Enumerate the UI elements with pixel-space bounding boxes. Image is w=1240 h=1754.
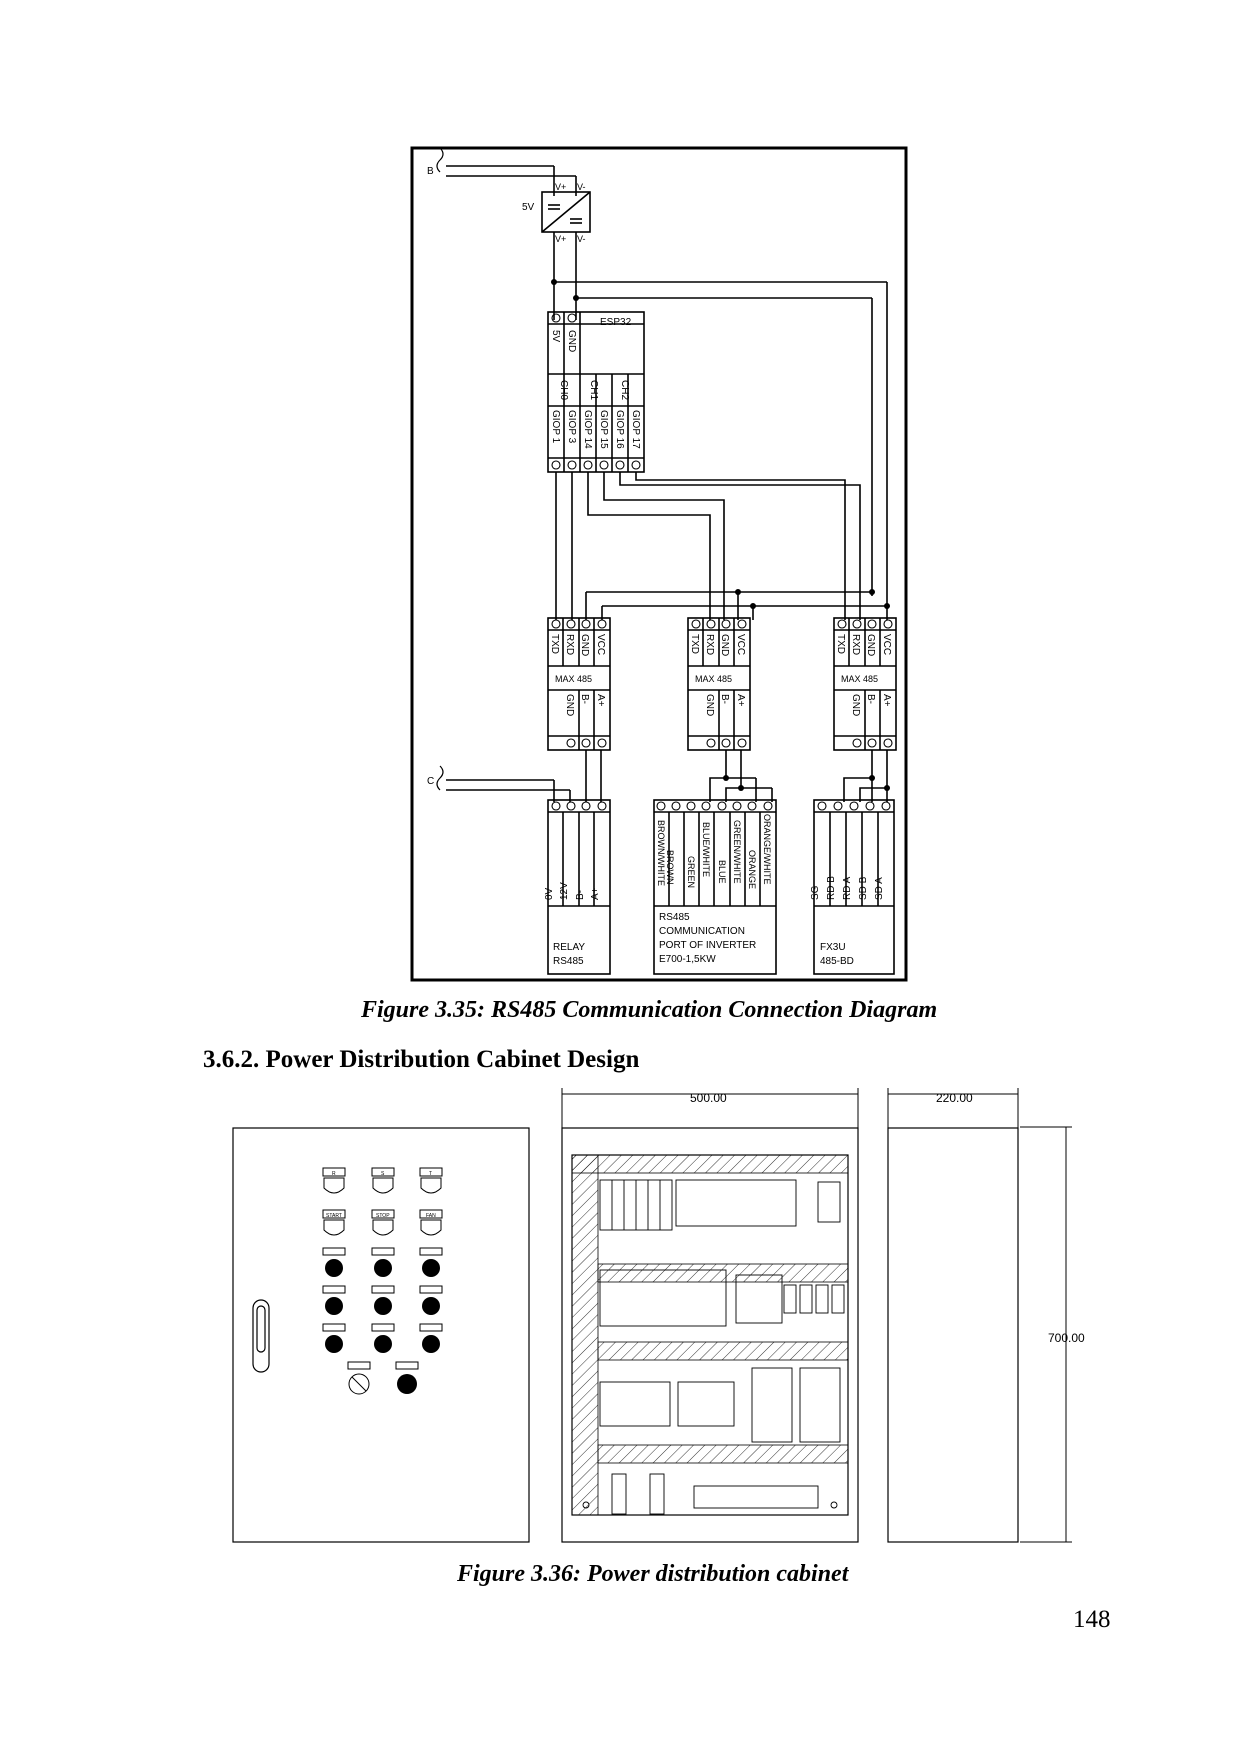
inv-label-2: COMMUNICATION: [659, 926, 745, 937]
inv-label-4: E700-1,5KW: [659, 954, 716, 965]
fx3u-pin-sdb: SD B: [858, 876, 869, 900]
figure-3-35-caption: Figure 3.35: RS485 Communication Connect…: [361, 997, 938, 1023]
max3-rxd: RXD: [850, 634, 861, 655]
inv-pin-2: BROWN: [665, 850, 675, 885]
max3-b-gnd: GND: [850, 694, 861, 716]
relay-pin-12v: 12V: [559, 882, 570, 900]
inv-label-3: PORT OF INVERTER: [659, 940, 756, 951]
fx3u-pin-rdb: RD B: [826, 876, 837, 900]
inv-pin-3: GREEN: [686, 856, 696, 888]
dim-depth: 220.00: [936, 1091, 973, 1105]
psu-label: 5V: [522, 202, 535, 213]
front-label-fan: FAN: [426, 1213, 436, 1219]
esp32-title: ESP32: [600, 317, 632, 328]
esp32-gpio-14: GIOP 14: [582, 410, 593, 449]
max2-title: MAX 485: [695, 674, 732, 684]
max1-gnd: GND: [579, 634, 590, 656]
max3-b-minus: B-: [865, 694, 876, 704]
max1-a-plus: A+: [595, 694, 606, 707]
front-label-r: R: [332, 1171, 336, 1177]
front-label-s: S: [381, 1171, 385, 1177]
psu-out-neg: V-: [577, 234, 586, 244]
esp32-ch1: CH1: [588, 380, 599, 400]
psu-in-pos: V+: [555, 182, 566, 192]
power-cabinet-drawing: 500.00 220.00 700.00 R S T START ST: [232, 1088, 1085, 1543]
rs485-connection-diagram: B C 5V V+ V- V+ V- ESP32 5V GND CH0 CH1 …: [410, 146, 908, 982]
fx3u-pin-rda: RD A: [842, 876, 853, 900]
max3-gnd: GND: [865, 634, 876, 656]
max2-vcc: VCC: [735, 634, 746, 655]
max2-a-plus: A+: [735, 694, 746, 707]
relay-pin-0v: 0V: [544, 887, 555, 900]
relay-label-1: RELAY: [553, 942, 585, 953]
max1-vcc: VCC: [595, 634, 606, 655]
fx3u-pin-sda: SD A: [874, 877, 885, 900]
max1-b-gnd: GND: [564, 694, 575, 716]
inv-pin-6: GREEN/WHITE: [732, 820, 742, 884]
max3-title: MAX 485: [841, 674, 878, 684]
max1-txd: TXD: [549, 634, 560, 654]
esp32-ch0: CH0: [558, 380, 569, 400]
inv-pin-8: ORANGE/WHITE: [762, 814, 772, 885]
max1-rxd: RXD: [564, 634, 575, 655]
max1-b-minus: B-: [579, 694, 590, 704]
fx3u-label-1: FX3U: [820, 942, 846, 953]
max2-rxd: RXD: [704, 634, 715, 655]
fx3u-label-2: 485-BD: [820, 956, 854, 967]
section-heading: 3.6.2. Power Distribution Cabinet Design: [203, 1046, 640, 1073]
dim-height: 700.00: [1048, 1331, 1085, 1345]
esp32-gpio-1: GIOP 1: [550, 410, 561, 444]
esp32-pin-gnd: GND: [566, 330, 577, 352]
relay-label-2: RS485: [553, 956, 584, 967]
page-number: 148: [1073, 1606, 1111, 1633]
max3-vcc: VCC: [881, 634, 892, 655]
front-label-stop: STOP: [376, 1213, 390, 1219]
psu-in-neg: V-: [577, 182, 586, 192]
figure-3-36-caption: Figure 3.36: Power distribution cabinet: [457, 1561, 849, 1587]
relay-pin-b-minus: B-: [575, 890, 586, 900]
psu-out-pos: V+: [555, 234, 566, 244]
inv-pin-5: BLUE: [717, 860, 727, 884]
esp32-gpio-17: GIOP 17: [630, 410, 641, 449]
inv-pin-1: BROWN/WHITE: [656, 820, 666, 886]
inv-label-1: RS485: [659, 912, 690, 923]
wire-label-c: C: [427, 776, 434, 787]
max3-a-plus: A+: [881, 694, 892, 707]
esp32-pin-5v: 5V: [550, 330, 561, 343]
inv-pin-4: BLUE/WHITE: [701, 822, 711, 877]
wire-label-b: B: [427, 166, 434, 177]
max2-b-minus: B-: [719, 694, 730, 704]
max1-title: MAX 485: [555, 674, 592, 684]
fx3u-pin-sg: SG: [810, 885, 821, 900]
dim-width: 500.00: [690, 1091, 727, 1105]
esp32-gpio-3: GIOP 3: [566, 410, 577, 444]
max2-txd: TXD: [689, 634, 700, 654]
esp32-gpio-15: GIOP 15: [598, 410, 609, 449]
max2-gnd: GND: [719, 634, 730, 656]
relay-pin-a-plus: A+: [590, 887, 601, 900]
front-label-start: START: [326, 1213, 342, 1219]
esp32-ch2: CH2: [619, 380, 630, 400]
max3-txd: TXD: [835, 634, 846, 654]
max2-b-gnd: GND: [704, 694, 715, 716]
esp32-gpio-16: GIOP 16: [614, 410, 625, 449]
front-label-t: T: [429, 1171, 432, 1177]
inv-pin-7: ORANGE: [747, 850, 757, 889]
